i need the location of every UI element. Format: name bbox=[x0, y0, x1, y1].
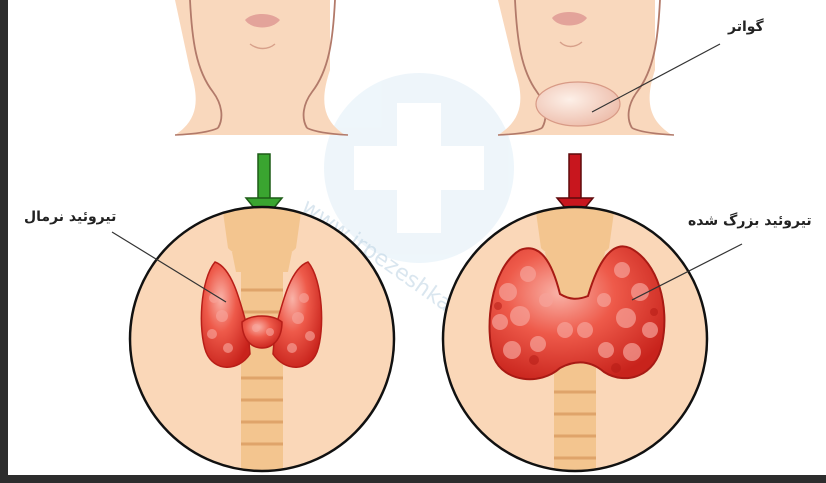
normal-thyroid-label: تیروئید نرمال bbox=[24, 209, 116, 225]
enlarged-thyroid-label: تیروئید بزرگ شده bbox=[688, 213, 812, 229]
goiter-label: گواتر bbox=[728, 19, 764, 35]
normal-neck bbox=[175, 0, 348, 135]
